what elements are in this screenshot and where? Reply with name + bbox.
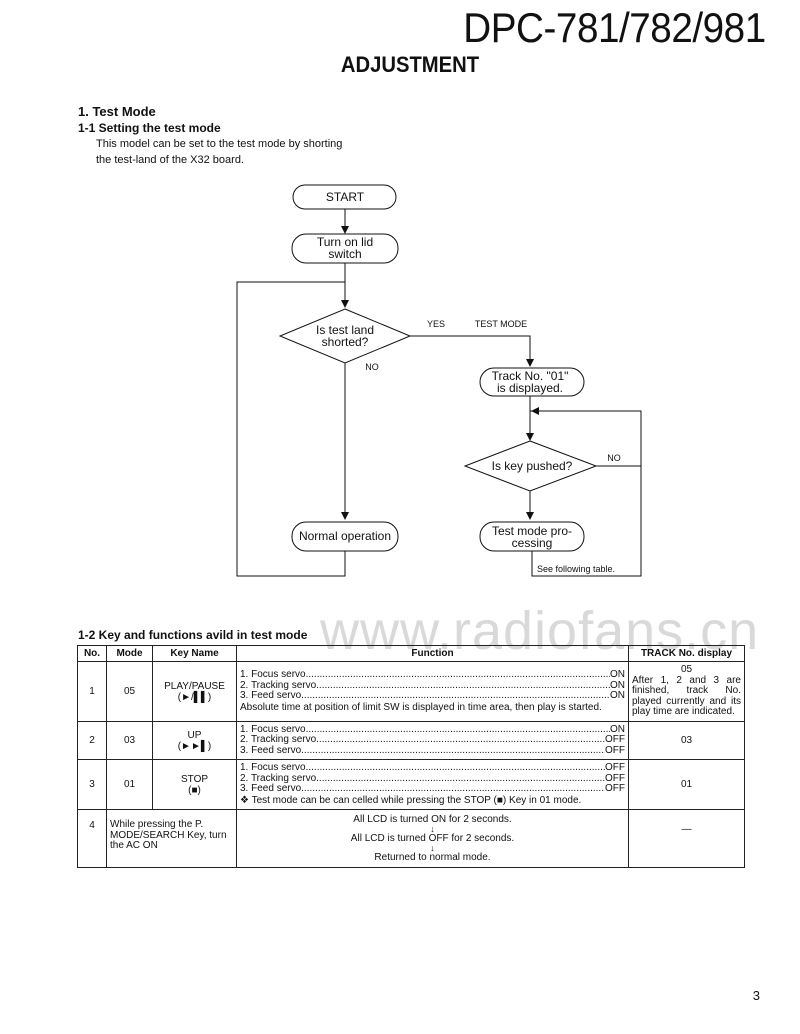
function-line: 3. Feed servoOFF bbox=[240, 784, 625, 795]
cell-no: 3 bbox=[77, 759, 107, 810]
table-row: 1 05 PLAY/PAUSE (►/▌▌) 1. Focus servoON … bbox=[77, 661, 745, 722]
key-symbol: (■) bbox=[188, 784, 201, 796]
col-header: TRACK No. display bbox=[628, 645, 745, 662]
function-note: Absolute time at position of limit SW is… bbox=[240, 701, 602, 713]
loop-back-line bbox=[236, 281, 346, 577]
track-value: 05 bbox=[680, 664, 693, 676]
test-land-label: Is test land bbox=[316, 323, 374, 337]
cell-no: 4 bbox=[77, 809, 107, 868]
cell-track: 01 bbox=[628, 759, 745, 810]
col-header: Mode bbox=[106, 645, 153, 662]
lcd-line: All LCD is turned OFF for 2 seconds. bbox=[350, 832, 515, 844]
cell-function: 1. Focus servoON 2. Tracking servoON 3. … bbox=[236, 661, 629, 722]
function-line: 1. Focus servoON bbox=[240, 724, 625, 736]
cell-track: — bbox=[628, 809, 745, 868]
cell-key: UP (►►▌) bbox=[152, 721, 237, 760]
down-arrow-icon: ↓ bbox=[430, 842, 435, 853]
key-name: STOP bbox=[180, 773, 209, 785]
normal-operation-box bbox=[291, 521, 399, 552]
section-title: ADJUSTMENT bbox=[340, 52, 480, 77]
test-mode-label: TEST MODE bbox=[475, 319, 527, 329]
function-line: 2. Tracking servoON bbox=[240, 680, 625, 692]
key-pushed-label: Is key pushed? bbox=[492, 459, 573, 473]
no-label: NO bbox=[365, 362, 379, 372]
col-header: Function bbox=[236, 645, 629, 662]
cell-mode-key: While pressing the P. MODE/SEARCH Key, t… bbox=[106, 809, 237, 868]
cell-mode: 03 bbox=[106, 721, 153, 760]
track-label: is displayed. bbox=[497, 381, 563, 395]
function-line: 3. Feed servoON bbox=[240, 691, 625, 702]
normal-label: Normal operation bbox=[299, 529, 391, 543]
cell-mode: 05 bbox=[106, 661, 153, 722]
cell-mode: 01 bbox=[106, 759, 153, 810]
model-number: DPC-781/782/981 bbox=[463, 4, 767, 51]
no-label: NO bbox=[607, 453, 621, 463]
function-line: 1. Focus servoON bbox=[240, 670, 625, 681]
key-symbol: (►/▌▌) bbox=[177, 691, 212, 703]
cell-track: 03 bbox=[628, 721, 745, 760]
paragraph-line: the test-land of the X32 board. bbox=[96, 154, 244, 166]
key-function-table: No. Mode Key Name Function TRACK No. dis… bbox=[77, 645, 745, 868]
test-land-label: shorted? bbox=[322, 335, 369, 349]
track-note: After 1, 2 and 3 are finished, track No.… bbox=[632, 674, 741, 718]
col-header: No. bbox=[77, 645, 107, 662]
lcd-line: All LCD is turned ON for 2 seconds. bbox=[353, 813, 512, 825]
cell-no: 1 bbox=[77, 661, 107, 722]
cell-key: PLAY/PAUSE (►/▌▌) bbox=[152, 661, 237, 722]
yes-label: YES bbox=[427, 319, 445, 329]
cell-no: 2 bbox=[77, 721, 107, 760]
see-table-label: See following table. bbox=[537, 564, 615, 574]
lcd-line: Returned to normal mode. bbox=[374, 851, 491, 863]
processing-label: Test mode pro- bbox=[492, 524, 572, 538]
cell-function: 1. Focus servoOFF 2. Tracking servoOFF 3… bbox=[236, 759, 629, 810]
table-row: 4 While pressing the P. MODE/SEARCH Key,… bbox=[77, 809, 745, 868]
table-header-row: No. Mode Key Name Function TRACK No. dis… bbox=[77, 645, 745, 662]
key-symbol: (►►▌) bbox=[177, 740, 212, 752]
track-display-box bbox=[479, 367, 585, 397]
cell-track: 05 After 1, 2 and 3 are finished, track … bbox=[628, 661, 745, 722]
processing-label: cessing bbox=[512, 536, 553, 550]
function-line: 1. Focus servoOFF bbox=[240, 763, 625, 774]
turn-on-label: Turn on lid bbox=[317, 235, 373, 249]
turn-on-label: switch bbox=[328, 247, 361, 261]
key-name: UP bbox=[187, 729, 202, 741]
down-arrow-icon: ↓ bbox=[430, 823, 435, 834]
function-line: 2. Tracking servoOFF bbox=[240, 773, 625, 785]
flowchart: START Turn on lid switch Is test land sh… bbox=[236, 184, 642, 577]
table-row: 2 03 UP (►►▌) 1. Focus servoON 2. Tracki… bbox=[77, 721, 745, 760]
cell-function: 1. Focus servoON 2. Tracking servoOFF 3.… bbox=[236, 721, 629, 760]
key-name: PLAY/PAUSE bbox=[164, 680, 225, 692]
cell-key: STOP (■) bbox=[152, 759, 237, 810]
page-number: 3 bbox=[752, 988, 760, 1003]
table-row: 3 01 STOP (■) 1. Focus servoOFF 2. Track… bbox=[77, 759, 745, 810]
start-label: START bbox=[326, 190, 365, 204]
col-header: Key Name bbox=[152, 645, 237, 662]
function-line: 3. Feed servoOFF bbox=[240, 745, 625, 757]
table-heading: 1-2 Key and functions avild in test mode bbox=[78, 628, 308, 642]
subheading-setting-test-mode: 1-1 Setting the test mode bbox=[78, 121, 221, 135]
cell-function: All LCD is turned ON for 2 seconds. ↓ Al… bbox=[236, 809, 629, 868]
paragraph-line: This model can be set to the test mode b… bbox=[96, 138, 343, 150]
track-label: Track No. "01" bbox=[492, 369, 569, 383]
function-note: ❖ Test mode can be can celled while pres… bbox=[240, 794, 582, 806]
function-line: 2. Tracking servoOFF bbox=[240, 735, 625, 746]
heading-test-mode: 1. Test Mode bbox=[78, 104, 156, 119]
